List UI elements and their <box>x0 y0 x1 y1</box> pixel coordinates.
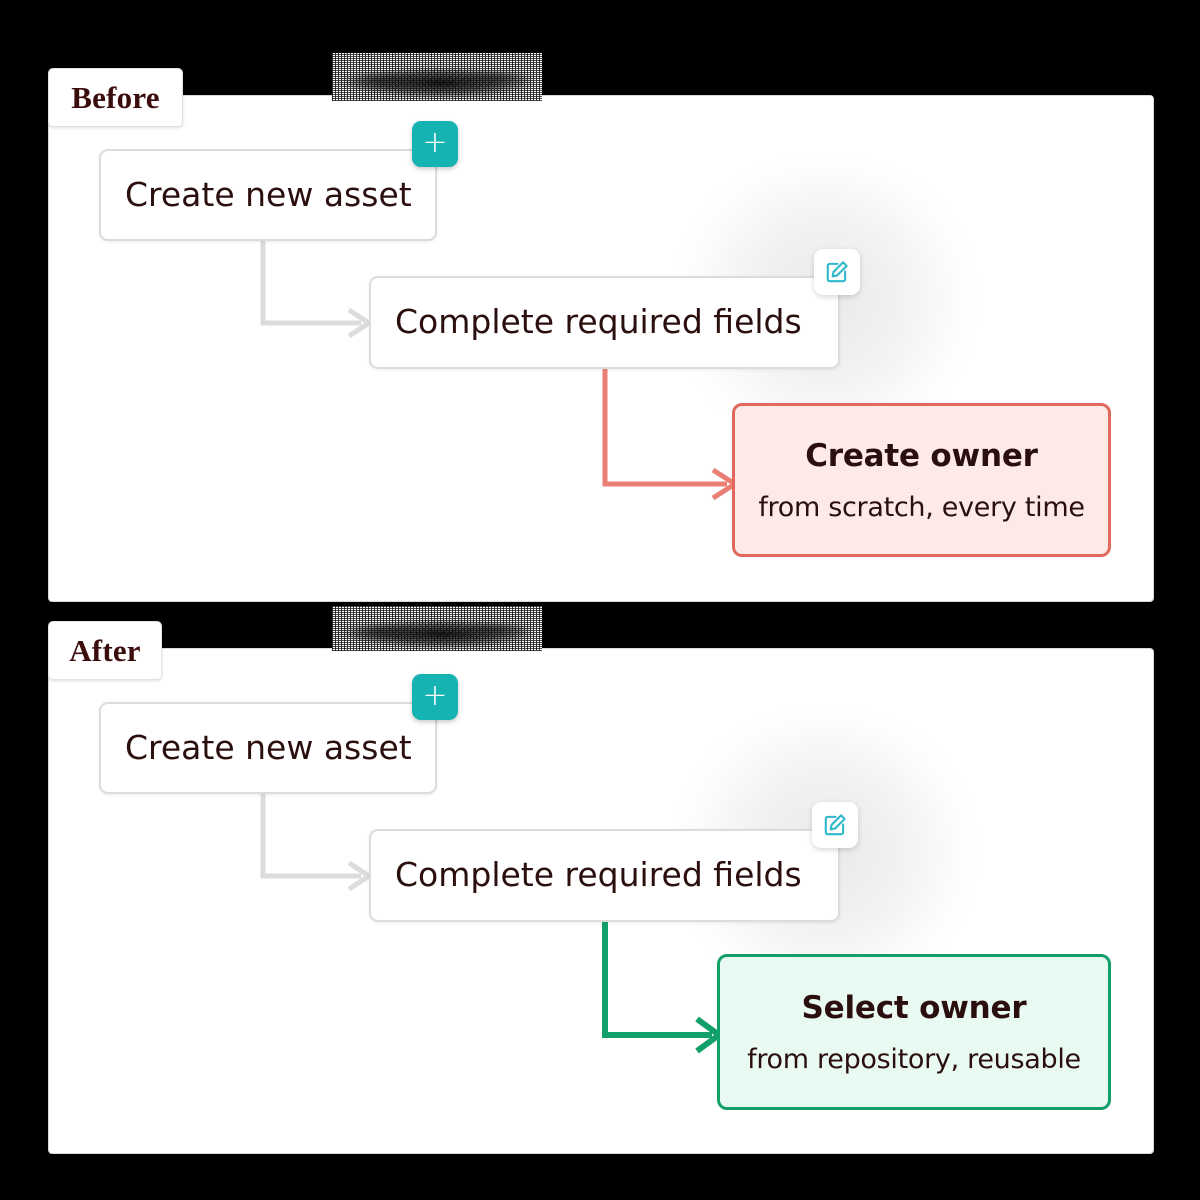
node-create-new-asset-after[interactable]: Create new asset <box>99 702 437 794</box>
edit-fields-button-before[interactable] <box>814 249 860 295</box>
panel-tag-after: After <box>48 621 162 680</box>
edit-fields-button-after[interactable] <box>812 802 858 848</box>
result-card-create-owner[interactable]: Create owner from scratch, every time <box>732 403 1111 557</box>
redaction-noise <box>332 53 542 101</box>
node-label: Complete required fields <box>395 302 802 342</box>
plus-icon: + <box>422 677 448 713</box>
redaction-noise <box>332 606 542 651</box>
edit-pencil-icon <box>824 814 846 836</box>
node-complete-required-fields-after[interactable]: Complete required fields <box>369 829 840 922</box>
add-asset-button-before[interactable]: + <box>412 121 458 167</box>
node-label: Create new asset <box>125 727 412 767</box>
node-create-new-asset-before[interactable]: Create new asset <box>99 149 437 241</box>
node-label: Create new asset <box>125 174 412 214</box>
panel-tag-before: Before <box>48 68 183 127</box>
panel-tag-label: Before <box>71 79 160 115</box>
redacted-title-after <box>332 606 542 651</box>
result-title: Select owner <box>801 989 1027 1026</box>
panel-tag-label: After <box>69 632 141 668</box>
node-complete-required-fields-before[interactable]: Complete required fields <box>369 276 840 369</box>
panel-before: Create new asset Complete required field… <box>48 95 1154 602</box>
result-subtitle: from scratch, every time <box>758 491 1085 523</box>
result-title: Create owner <box>805 437 1038 474</box>
result-card-select-owner[interactable]: Select owner from repository, reusable <box>717 954 1111 1110</box>
result-subtitle: from repository, reusable <box>747 1043 1081 1075</box>
edit-pencil-icon <box>826 261 848 283</box>
plus-icon: + <box>422 124 448 160</box>
redaction-noise-overlay <box>332 606 542 651</box>
redacted-title-before <box>332 53 542 101</box>
node-label: Complete required fields <box>395 855 802 895</box>
panel-after: Create new asset Complete required field… <box>48 648 1154 1154</box>
redaction-noise-overlay <box>332 53 542 101</box>
add-asset-button-after[interactable]: + <box>412 674 458 720</box>
